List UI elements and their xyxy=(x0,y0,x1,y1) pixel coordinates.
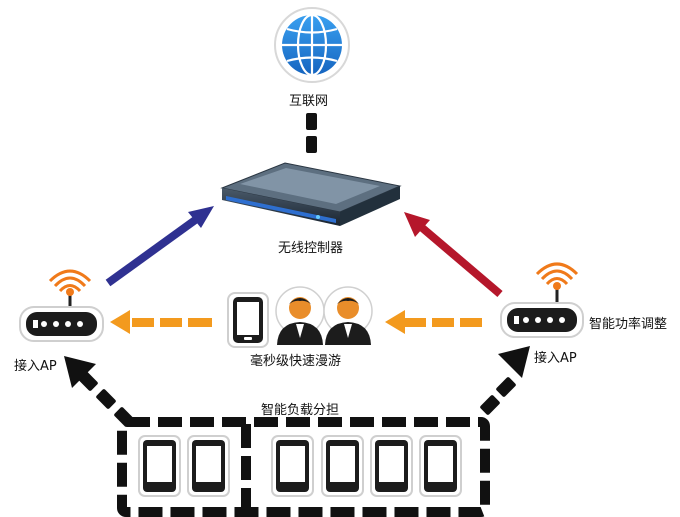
globe-icon xyxy=(274,7,350,83)
smartphone-icon xyxy=(227,292,269,348)
roaming-label: 毫秒级快速漫游 xyxy=(250,354,342,369)
load-balance-frame xyxy=(117,417,490,517)
tablet-icon-5 xyxy=(370,435,413,497)
red-arrow xyxy=(404,212,503,298)
orange-arrow-right xyxy=(385,310,482,334)
wifi-router-icon-right xyxy=(500,262,584,338)
tablet-icon-3 xyxy=(271,435,314,497)
black-arrow-right xyxy=(480,346,530,415)
user-icon-1 xyxy=(275,286,325,345)
internet-label: 互联网 xyxy=(289,94,329,109)
tablet-icon-1 xyxy=(138,435,181,497)
tablet-icon-2 xyxy=(187,435,230,497)
tablet-icon-6 xyxy=(419,435,462,497)
ap-right-label: 接入AP xyxy=(534,351,577,366)
power-adjust-label: 智能功率调整 xyxy=(589,317,668,332)
server-icon xyxy=(220,162,402,226)
ap-left-label: 接入AP xyxy=(14,359,57,374)
controller-label: 无线控制器 xyxy=(278,241,344,256)
black-arrow-left xyxy=(64,356,134,427)
orange-arrow-left xyxy=(110,310,212,334)
internet-link xyxy=(306,113,317,153)
wifi-router-icon-left xyxy=(19,269,104,342)
blue-arrow xyxy=(105,206,214,287)
tablet-icon-4 xyxy=(321,435,364,497)
load-balance-label: 智能负载分担 xyxy=(261,403,340,418)
user-icon-2 xyxy=(323,286,373,345)
